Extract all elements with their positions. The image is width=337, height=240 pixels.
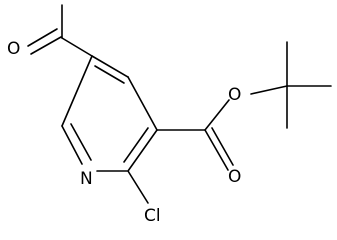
atom-label-oxygen-acetyl: O	[7, 39, 20, 59]
bond-carbonyl-oxygen	[30, 36, 62, 55]
ring-bond-n-c6-inner	[70, 123, 92, 161]
acetyl-group	[27, 4, 93, 57]
atom-label-oxygen-ester-double: O	[228, 167, 241, 187]
ring-bond-c6-c5	[61, 55, 93, 127]
atom-label-nitrogen: N	[80, 169, 93, 189]
pyridine-ring	[61, 55, 158, 172]
ring-bond-n-c6	[61, 125, 83, 165]
atom-label-chlorine: Cl	[144, 206, 161, 226]
bond-carbonyl-ring	[61, 37, 93, 57]
ring-bond-c3-c2	[127, 129, 158, 172]
atom-label-oxygen-ester-single: O	[228, 85, 241, 105]
ring-bond-c5-c4	[91, 55, 129, 78]
bond-carbonyl-oxygen-double	[27, 28, 58, 47]
chemical-structure-diagram: O O O N Cl	[7, 4, 332, 226]
ring-bond-c4-c3	[127, 76, 158, 131]
tert-butyl-ester-group	[156, 41, 332, 171]
bond-ring-chlorine	[127, 170, 149, 204]
bond-ester-carbon-oxygen-single	[204, 99, 230, 131]
bond-ester-carbon-oxygen-double	[204, 129, 229, 171]
bond-oxygen-quaternary-carbon	[250, 85, 288, 95]
ring-bond-c5-c4-inner	[94, 65, 125, 84]
bond-ester-carbon-oxygen-double-inner	[211, 127, 234, 166]
ring-bond-c3-c2-inner	[123, 127, 149, 163]
